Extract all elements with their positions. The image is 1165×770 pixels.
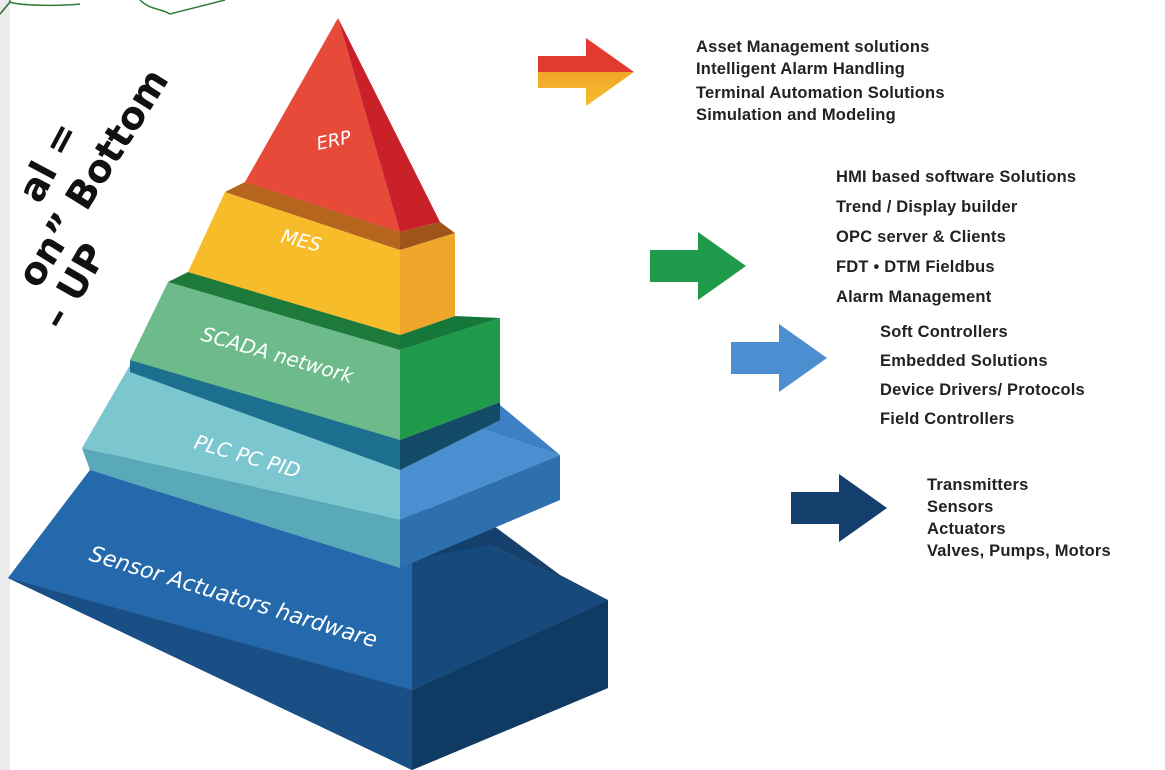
group-enterprise-item: Intelligent Alarm Handling — [696, 60, 906, 78]
group-control-item: Soft Controllers — [880, 323, 1008, 341]
group-enterprise-item: Asset Management solutions — [696, 38, 930, 56]
group-control-item: Device Drivers/ Protocols — [880, 381, 1085, 399]
arrow-sensor-icon — [791, 474, 887, 542]
group-field-item: Transmitters — [927, 476, 1029, 494]
group-scada-item: OPC server & Clients — [836, 228, 1006, 246]
group-scada-item: HMI based software Solutions — [836, 168, 1077, 186]
group-field-item: Actuators — [927, 520, 1006, 538]
group-control-item: Embedded Solutions — [880, 352, 1048, 370]
group-enterprise-item: Terminal Automation Solutions — [696, 84, 945, 102]
group-field-item: Sensors — [927, 498, 994, 516]
arrow-mes-icon — [650, 232, 746, 300]
group-enterprise-item: Simulation and Modeling — [696, 106, 896, 124]
arrow-erp-icon — [538, 38, 634, 106]
arrow-plc-icon — [731, 324, 827, 392]
group-field-item: Valves, Pumps, Motors — [927, 542, 1111, 560]
callout-text: al = on” Bottom – UP — [8, 61, 177, 337]
layer-erp — [245, 18, 440, 245]
group-field: Transmitters Sensors Actuators Valves, P… — [927, 474, 1111, 562]
group-control-item: Field Controllers — [880, 410, 1015, 428]
group-control: Soft Controllers Embedded Solutions Devi… — [880, 318, 1085, 434]
callout-frame — [0, 0, 226, 770]
group-scada-item: FDT • DTM Fieldbus — [836, 258, 995, 276]
group-scada: HMI based software Solutions Trend / Dis… — [836, 162, 1076, 312]
group-enterprise: Asset Management solutions Intelligent A… — [696, 36, 945, 126]
group-scada-item: Trend / Display builder — [836, 198, 1018, 216]
group-scada-item: Alarm Management — [836, 288, 992, 306]
